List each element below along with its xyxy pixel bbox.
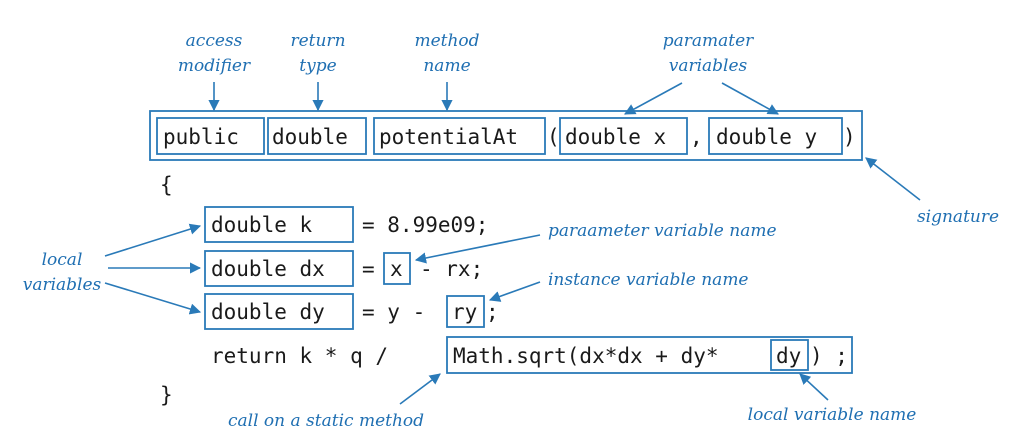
parameter-var-x-box [383,252,411,285]
instance-var-name-label: instance variable name [548,270,749,290]
close-brace: } [160,383,173,407]
static-call-box [446,336,853,374]
decl-double-k: double k [211,213,313,237]
sig-close-paren: ) [843,125,856,149]
parameter-var-name-arrow [414,234,541,264]
return-type-label-line1: return [290,31,345,51]
parameter-x-box [559,117,688,155]
parameter-variables-label-line1: paramater [663,31,754,51]
sig-open-paren: ( [547,125,560,149]
method-name-box [373,117,546,155]
local-var-dy-box [204,293,354,330]
decl-double-dy: double dy [211,300,325,324]
signature-box [149,110,863,161]
local-variables-label-line1: local [42,250,83,270]
sig-param-x: double x [565,125,666,149]
ref-local-dy: dy [776,344,801,368]
instance-var-ry-box [446,295,485,328]
decl-double-dx: double dx [211,257,325,281]
local-var-name-arrow [799,373,829,401]
sig-access-modifier: public [163,125,239,149]
static-method-label: call on a static method [228,411,424,431]
local-var-name-label: local variable name [748,405,917,425]
sig-comma: , [690,125,703,149]
parameter-var-name-label: paraameter variable name [548,221,777,241]
signature-arrow [865,157,921,201]
method-name-label-line2: name [423,56,470,76]
local-var-arrow-k [104,223,202,257]
local-var-k-box [204,206,354,243]
assign-dy: = y - [362,300,425,324]
static-method-arrow [399,373,441,405]
ref-param-x: x [390,257,403,281]
access-modifier-label-line2: modifier [178,56,251,76]
local-var-arrow-dy [104,282,202,315]
return-start: return k * q / [211,344,388,368]
signature-label: signature [917,207,999,227]
parameter-y-box [708,117,843,155]
access-modifier-label-line1: access [186,31,243,51]
local-var-dy-ref-box [770,339,809,371]
assign-k: = 8.99e09; [362,213,488,237]
assign-dy-semi: ; [486,300,499,324]
assign-dx-rest: - rx; [420,257,483,281]
sig-param-y: double y [716,125,817,149]
parameter-variables-label-line2: variables [669,56,748,76]
static-call-text: Math.sqrt(dx*dx + dy* [453,344,719,368]
return-type-box [267,117,367,155]
local-var-dx-box [204,250,354,287]
parameter-arrow-left [624,82,683,115]
local-variables-label-line2: variables [23,275,102,295]
method-name-label-line1: method [414,31,479,51]
return-end: ) ; [810,344,848,368]
return-type-label-line2: type [299,56,336,76]
instance-var-name-arrow [488,281,541,302]
open-brace: { [160,173,173,197]
sig-return-type: double [272,125,348,149]
assign-dx-eq: = [362,257,375,281]
access-modifier-box [156,117,265,155]
parameter-arrow-right [721,82,779,115]
sig-method-name: potentialAt [379,125,518,149]
ref-instance-ry: ry [452,300,477,324]
